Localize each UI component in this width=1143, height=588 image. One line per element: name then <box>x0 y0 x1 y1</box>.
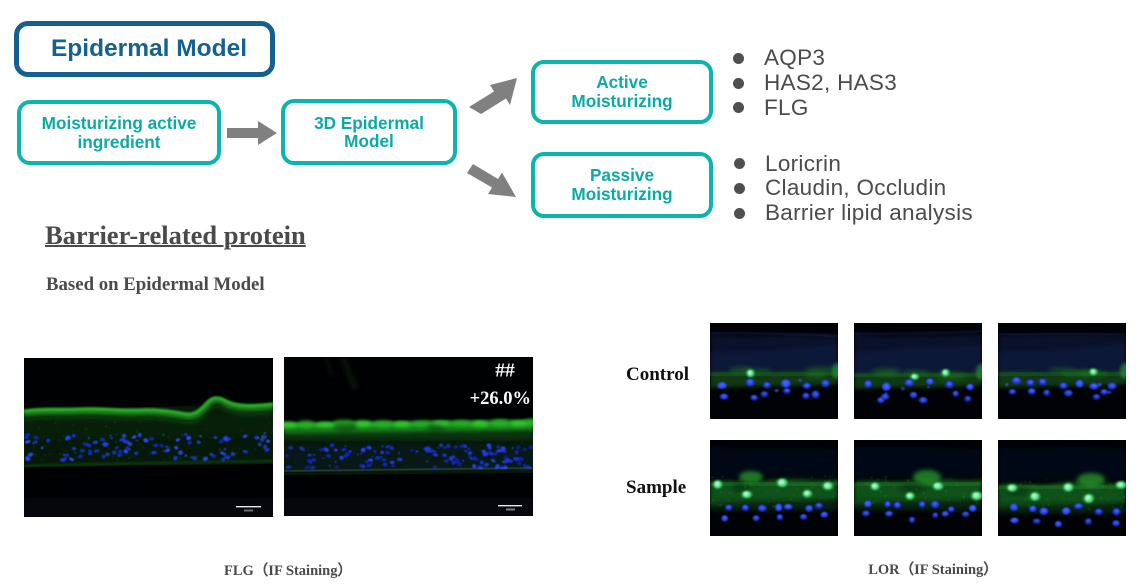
svg-text:##: ## <box>495 361 515 382</box>
svg-text:+26.0%: +26.0% <box>470 389 531 409</box>
